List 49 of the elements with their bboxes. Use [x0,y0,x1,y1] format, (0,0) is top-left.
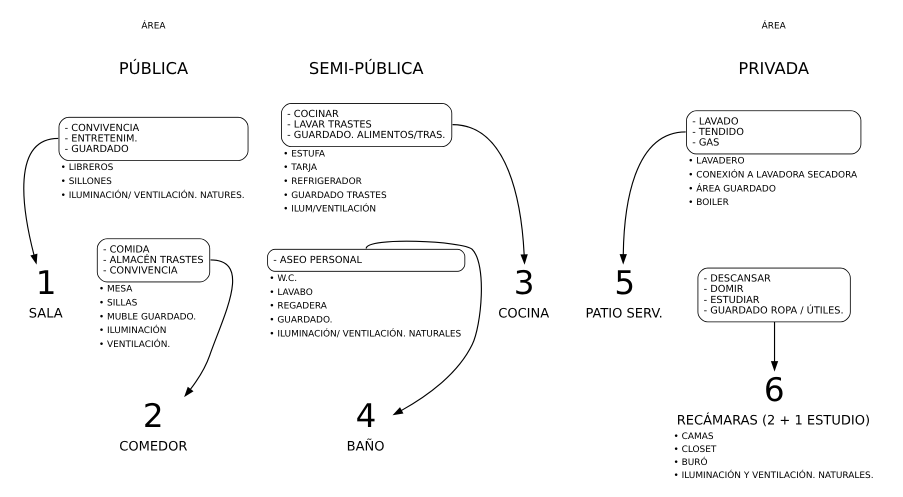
node-label: • GUARDADO TRASTES [282,190,386,201]
arrow [452,124,528,265]
node-label: • CONEXIÓN A LAVADORA SECADORA [688,170,857,180]
node-label: • CAMAS [672,432,714,442]
node-label: • BURÓ [672,458,708,468]
node-label: • SILLONES [60,176,112,187]
node-label: • LAVADERO [688,156,744,167]
node-label: • ILUMINACIÓN/ VENTILACIÓN. NATURALES [268,329,461,340]
label: PÚBLICA [118,59,188,78]
node-label: • BOILER [688,198,728,208]
node-box: - CONVIVENCIA - ENTRETENIM. - GUARDADO [58,116,248,161]
node-label: • ILUMINACIÓN [98,326,166,336]
arrow [619,131,686,265]
label: ÁREA [140,21,166,32]
arrow [365,240,482,416]
label: ÁREA [761,21,786,32]
node-label: • W.C. [268,274,297,284]
node-label: • LIBREROS [60,163,113,174]
node-label: • ILUMINACIÓN Y VENTILACIÓN. NATURALES. [672,471,874,482]
node-label: • ÁREA GUARDADO [688,184,776,194]
node-label: • VENTILACIÓN. [98,340,170,350]
node-label: • CLOSET [672,445,716,456]
node-text: 1 SALA [28,264,62,322]
label: SEMI-PÚBLICA [308,59,424,78]
node-text: 4 BAÑO [346,396,384,454]
node-box: - DESCANSAR - DOMIR - ESTUDIAR - GUARDADO ROPA / ÚTILES. [697,268,850,322]
node-label: • ILUM/VENTILACIÓN [282,204,376,215]
node-label: • GUARDADO. [268,316,332,326]
node-label: • ESTUFA [282,149,325,160]
node-label: • SILLAS [98,298,137,308]
node-label: • MESA [98,284,132,295]
node-label: • MUBLE GUARDADO. [98,312,196,322]
arrow [770,322,778,372]
label: PRIVADA [738,59,808,78]
node-label: • REGADERA [268,302,326,312]
node-box: - ASEO PERSONAL [266,248,465,272]
node-text: 6 RECÁMARAS (2 + 1 ESTUDIO) [676,370,870,428]
node-box: - COMIDA - ALMACÉN TRASTES - CONVIVENCIA [96,238,210,282]
node-label: • REFRIGERADOR [282,176,362,187]
node-text: 2 COMEDOR [118,396,187,454]
node-label: • TARJA [282,163,316,174]
node-label: • ILUMINACIÓN/ VENTILACIÓN. NATURES. [60,190,244,201]
arrow [184,259,233,398]
node-box: - COCINAR - LAVAR TRASTES - GUARDADO. ALIMENTOS/TRAS. [280,103,452,148]
node-label: • LAVABO [268,288,312,298]
node-text: 3 COCINA [498,264,549,322]
node-text: 5 PATIO SERV. [584,264,662,322]
node-box: - LAVADO - TENDIDO - GAS [686,110,861,154]
arrow [22,138,58,265]
